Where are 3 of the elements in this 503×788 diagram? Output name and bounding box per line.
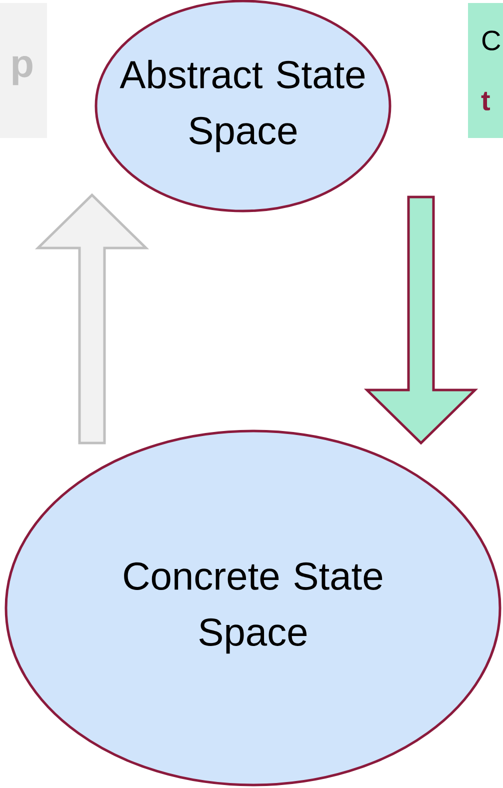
block-arrow — [34, 193, 150, 444]
text-box: C t — [468, 3, 503, 138]
block-arrow — [364, 196, 478, 445]
